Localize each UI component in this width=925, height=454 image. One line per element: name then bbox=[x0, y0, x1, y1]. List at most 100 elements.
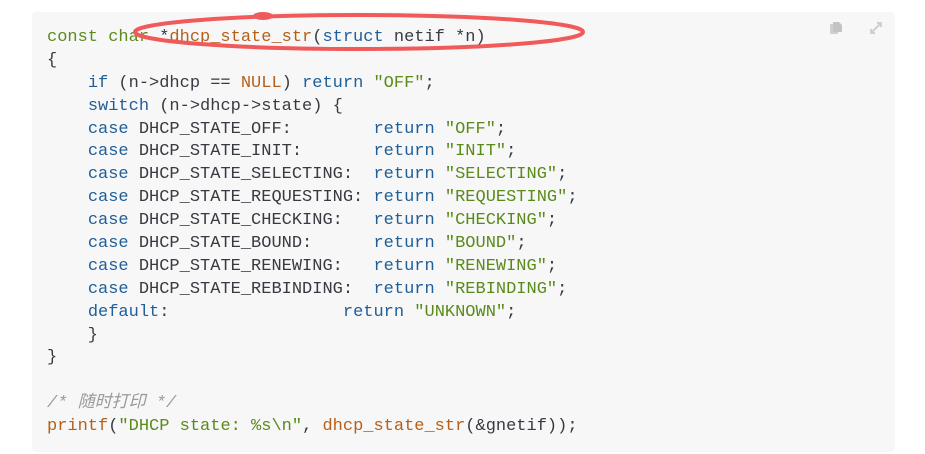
code-text: ; bbox=[557, 279, 568, 299]
string-literal: "CHECKING" bbox=[444, 211, 547, 231]
code-text: ( bbox=[108, 417, 119, 437]
code-text: ( bbox=[312, 28, 323, 47]
code-line: if (n->dhcp == NULL) return "OFF"; bbox=[47, 73, 578, 96]
keyword: case bbox=[87, 211, 129, 231]
code-text bbox=[435, 188, 445, 207]
function-name: dhcp_state_str bbox=[322, 417, 466, 437]
keyword: case bbox=[87, 234, 129, 254]
code-text bbox=[435, 211, 445, 230]
keyword: default bbox=[87, 302, 160, 322]
code-toolbar bbox=[829, 21, 883, 35]
code-text bbox=[435, 142, 445, 161]
keyword: return bbox=[373, 165, 435, 185]
keyword: return bbox=[302, 73, 364, 93]
keyword: return bbox=[373, 234, 435, 254]
code-line: case DHCP_STATE_CHECKING: return "CHECKI… bbox=[47, 210, 578, 233]
code-text: ; bbox=[567, 188, 578, 208]
code-text bbox=[47, 211, 88, 230]
keyword: return bbox=[373, 279, 435, 299]
code-text: DHCP_STATE_REBINDING: bbox=[128, 279, 374, 299]
code-text bbox=[47, 120, 88, 139]
code-line: case DHCP_STATE_OFF: return "OFF"; bbox=[47, 119, 578, 142]
code-text: (n->dhcp->state) { bbox=[149, 96, 343, 116]
code-content: const char *dhcp_state_str(struct netif … bbox=[47, 27, 578, 439]
code-line: default: return "UNKNOWN"; bbox=[47, 302, 578, 325]
string-literal: "REQUESTING" bbox=[444, 188, 568, 208]
code-line: } bbox=[47, 325, 578, 348]
code-text: DHCP_STATE_RENEWING: bbox=[128, 256, 374, 276]
code-text: ; bbox=[516, 234, 527, 254]
code-text bbox=[47, 303, 88, 322]
keyword: return bbox=[342, 302, 405, 322]
keyword: case bbox=[87, 279, 129, 299]
code-text: ; bbox=[424, 73, 435, 93]
code-text: } bbox=[47, 348, 58, 368]
code-block: const char *dhcp_state_str(struct netif … bbox=[32, 12, 895, 452]
code-line: case DHCP_STATE_REBINDING: return "REBIN… bbox=[47, 279, 578, 302]
code-text bbox=[404, 303, 414, 322]
string-literal: "REBINDING" bbox=[444, 279, 558, 299]
string-literal: "BOUND" bbox=[444, 234, 517, 254]
code-text bbox=[47, 257, 88, 276]
code-line: case DHCP_STATE_RENEWING: return "RENEWI… bbox=[47, 256, 578, 279]
function-name: printf bbox=[47, 417, 109, 437]
keyword: return bbox=[373, 256, 435, 276]
code-text: ; bbox=[506, 142, 517, 162]
code-text: ; bbox=[546, 256, 558, 276]
keyword: case bbox=[87, 142, 129, 162]
string-literal: "OFF" bbox=[373, 73, 425, 93]
code-text bbox=[435, 165, 445, 184]
code-line: } bbox=[47, 347, 578, 370]
code-text: ; bbox=[557, 165, 568, 185]
constant: NULL bbox=[240, 73, 282, 93]
code-line: printf("DHCP state: %s\n", dhcp_state_st… bbox=[47, 416, 578, 439]
code-text bbox=[435, 280, 445, 299]
keyword: return bbox=[373, 211, 435, 231]
keyword: return bbox=[373, 119, 435, 139]
code-text: * bbox=[159, 28, 170, 47]
code-line: { bbox=[47, 50, 578, 73]
code-text: } bbox=[47, 325, 99, 345]
code-text: ) bbox=[281, 73, 303, 93]
function-name: dhcp_state_str bbox=[169, 28, 313, 47]
code-text bbox=[47, 234, 88, 253]
type: const char bbox=[47, 28, 160, 47]
code-text: DHCP_STATE_REQUESTING: bbox=[128, 188, 374, 208]
code-text bbox=[47, 142, 88, 161]
string-literal: "INIT" bbox=[444, 142, 507, 162]
code-text bbox=[47, 280, 88, 299]
code-text: DHCP_STATE_SELECTING: bbox=[128, 165, 374, 185]
code-text bbox=[47, 97, 88, 116]
code-text bbox=[435, 257, 445, 276]
code-text: (n->dhcp == bbox=[108, 73, 241, 93]
keyword: if bbox=[87, 73, 109, 93]
keyword: case bbox=[87, 165, 129, 185]
code-text bbox=[47, 165, 88, 184]
code-line: case DHCP_STATE_SELECTING: return "SELEC… bbox=[47, 164, 578, 187]
code-text: (&gnetif)); bbox=[465, 417, 578, 437]
code-text bbox=[363, 74, 373, 93]
code-line: case DHCP_STATE_REQUESTING: return "REQU… bbox=[47, 187, 578, 210]
code-text: ; bbox=[546, 211, 558, 231]
code-text: { bbox=[47, 50, 58, 70]
code-text: , bbox=[302, 417, 323, 437]
expand-icon[interactable] bbox=[869, 21, 883, 35]
code-text: DHCP_STATE_INIT: bbox=[128, 142, 374, 162]
keyword: case bbox=[87, 256, 129, 276]
keyword: switch bbox=[87, 96, 150, 116]
keyword: struct bbox=[322, 28, 384, 47]
string-literal: "OFF" bbox=[444, 119, 496, 139]
code-text: : bbox=[159, 302, 343, 322]
copy-icon[interactable] bbox=[829, 21, 843, 35]
code-line: const char *dhcp_state_str(struct netif … bbox=[47, 27, 578, 50]
code-line bbox=[47, 370, 578, 393]
keyword: return bbox=[373, 142, 435, 162]
keyword: return bbox=[373, 188, 435, 208]
string-literal: "UNKNOWN" bbox=[414, 302, 507, 322]
code-text: ; bbox=[495, 119, 507, 139]
code-text: DHCP_STATE_OFF: bbox=[128, 119, 374, 139]
string-literal: "SELECTING" bbox=[444, 165, 558, 185]
code-line: switch (n->dhcp->state) { bbox=[47, 96, 578, 119]
code-text bbox=[47, 74, 88, 93]
code-line: case DHCP_STATE_BOUND: return "BOUND"; bbox=[47, 233, 578, 256]
